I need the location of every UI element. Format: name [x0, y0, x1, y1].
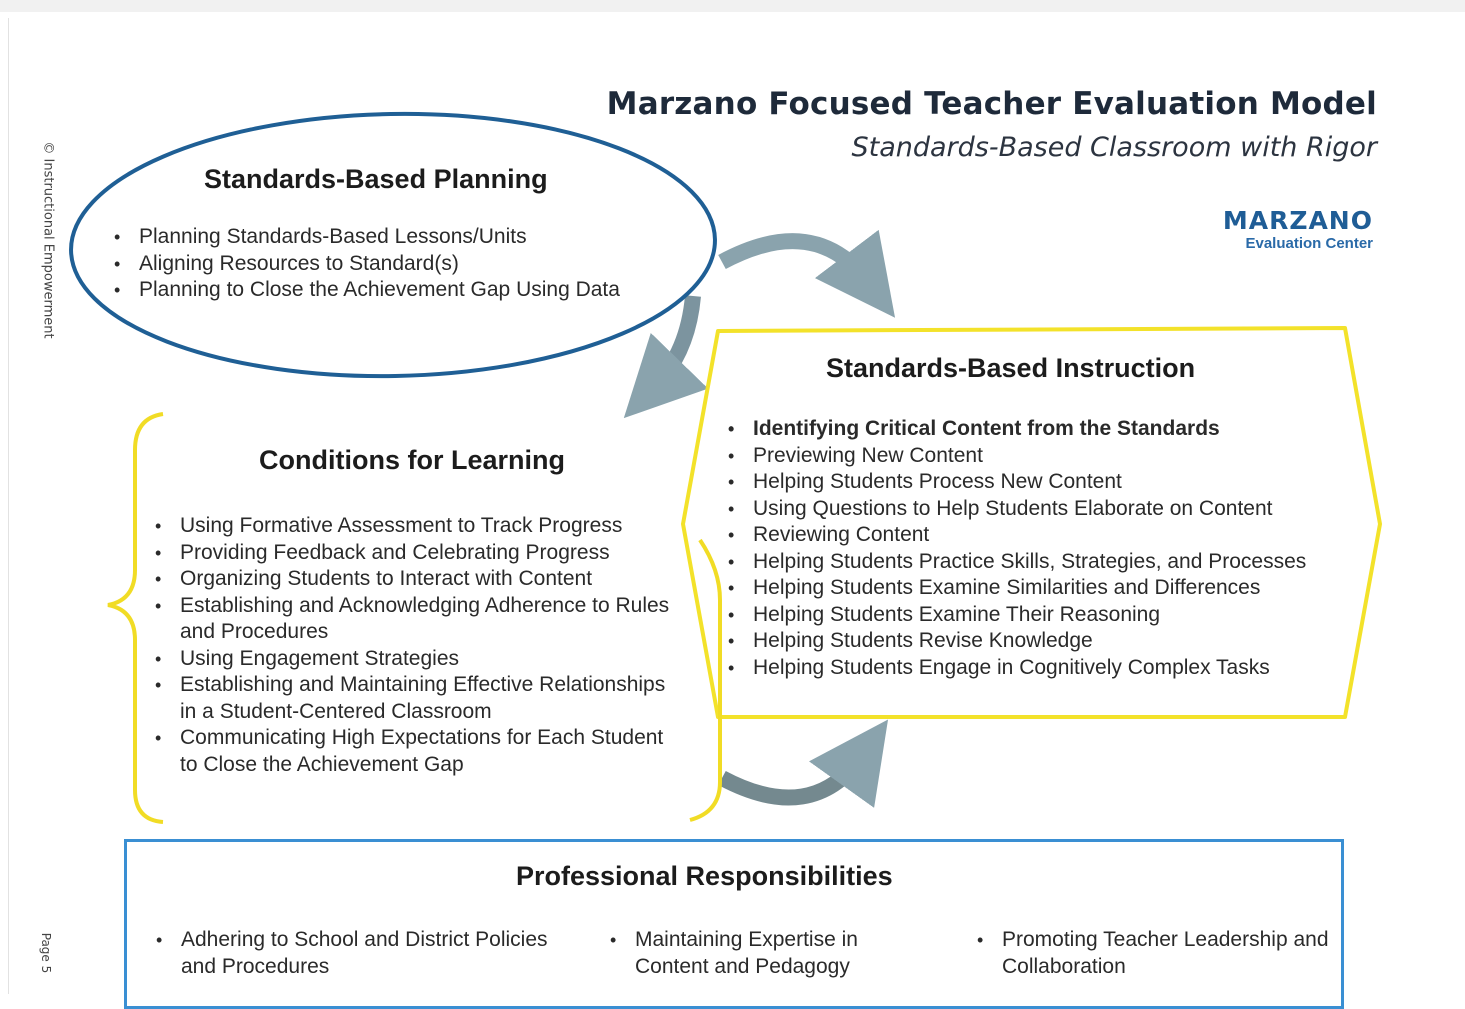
instruction-item: Helping Students Engage in Cognitively C…: [728, 655, 1368, 682]
conditions-title: Conditions for Learning: [259, 445, 565, 475]
instruction-hexagon: [681, 326, 1382, 719]
planning-list: Planning Standards-Based Lessons/Units A…: [114, 224, 694, 304]
conditions-right-brace: [689, 538, 722, 822]
document-title: Marzano Focused Teacher Evaluation Model: [606, 86, 1377, 122]
cycle-arrow-planning-to-instruction: [718, 229, 896, 318]
professional-column-3: Promoting Teacher Leadership and Collabo…: [977, 927, 1337, 980]
conditions-item: Using Engagement Strategies: [155, 646, 675, 673]
instruction-item: Helping Students Process New Content: [728, 469, 1368, 496]
professional-item: Maintaining Expertise in Content and Ped…: [610, 927, 930, 980]
instruction-item: Identifying Critical Content from the St…: [728, 416, 1368, 443]
conditions-item: Providing Feedback and Celebrating Progr…: [155, 540, 675, 567]
instruction-list: Identifying Critical Content from the St…: [728, 416, 1368, 681]
professional-item: Promoting Teacher Leadership and Collabo…: [977, 927, 1337, 980]
marzano-logo: MARZANO Evaluation Center: [1222, 206, 1373, 253]
conditions-list: Using Formative Assessment to Track Prog…: [155, 513, 675, 778]
conditions-item: Communicating High Expectations for Each…: [155, 725, 675, 778]
professional-title: Professional Responsibilities: [516, 861, 893, 891]
cycle-arrow-to-conditions: [623, 295, 709, 419]
instruction-item: Helping Students Practice Skills, Strate…: [728, 549, 1368, 576]
instruction-item: Helping Students Examine Similarities an…: [728, 575, 1368, 602]
planning-item: Planning Standards-Based Lessons/Units: [114, 224, 694, 251]
professional-column-2: Maintaining Expertise in Content and Ped…: [610, 927, 930, 980]
professional-item: Adhering to School and District Policies…: [156, 927, 556, 980]
document-subtitle: Standards-Based Classroom with Rigor: [851, 132, 1377, 163]
planning-item: Aligning Resources to Standard(s): [114, 251, 694, 278]
planning-ellipse: [69, 111, 717, 379]
instruction-item: Helping Students Examine Their Reasoning: [728, 602, 1368, 629]
professional-column-1: Adhering to School and District Policies…: [156, 927, 556, 980]
instruction-item: Using Questions to Help Students Elabora…: [728, 496, 1368, 523]
conditions-item: Using Formative Assessment to Track Prog…: [155, 513, 675, 540]
instruction-item: Reviewing Content: [728, 522, 1368, 549]
planning-item: Planning to Close the Achievement Gap Us…: [114, 277, 694, 304]
conditions-item: Establishing and Maintaining Effective R…: [155, 672, 675, 725]
cycle-arrow-conditions-to-instruction: [718, 719, 889, 808]
conditions-item: Organizing Students to Interact with Con…: [155, 566, 675, 593]
page-top-edge: [0, 0, 1465, 12]
instruction-item: Helping Students Revise Knowledge: [728, 628, 1368, 655]
page-left-edge: [8, 18, 9, 994]
logo-sub-text: Evaluation Center: [1245, 235, 1373, 252]
instruction-item: Previewing New Content: [728, 443, 1368, 470]
logo-main-text: MARZANO: [1222, 206, 1373, 235]
planning-title: Standards-Based Planning: [204, 164, 548, 194]
instruction-title: Standards-Based Instruction: [826, 353, 1196, 383]
conditions-item: Establishing and Acknowledging Adherence…: [155, 593, 675, 646]
conditions-left-brace: [107, 412, 164, 824]
